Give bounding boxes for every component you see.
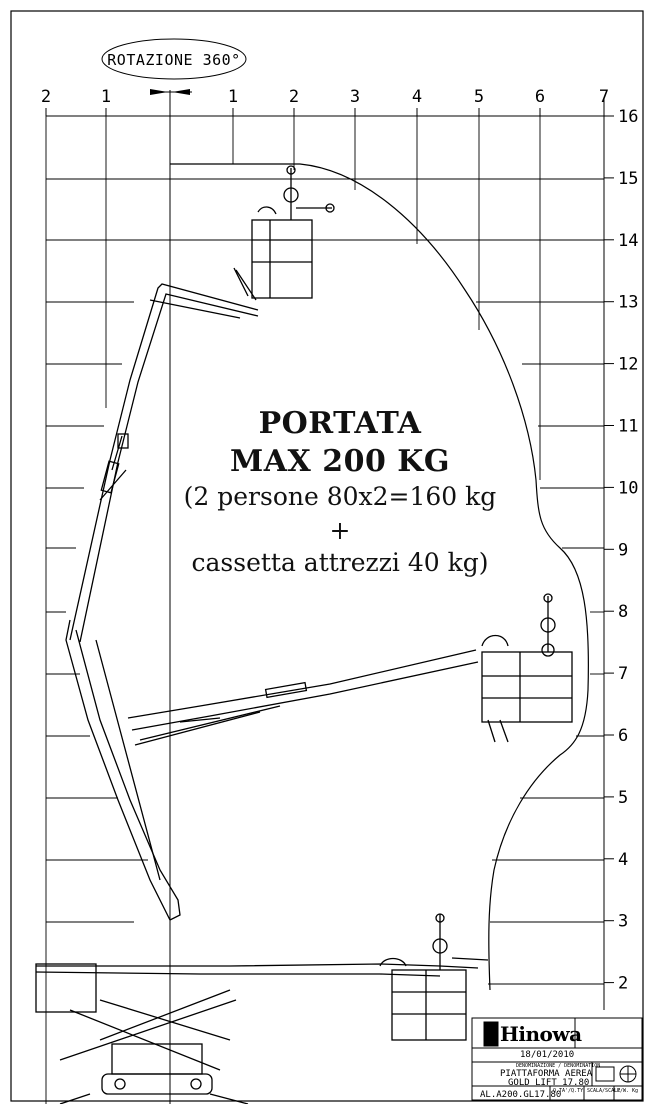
description-header: DENOMINAZIONE / DENOMINATION [516, 1063, 601, 1069]
drawing-border [10, 10, 644, 1102]
x-tick-label: 5 [474, 87, 484, 107]
y-tick-label: 15 [618, 169, 638, 189]
x-tick-label: 7 [599, 87, 609, 107]
y-tick-label: 16 [618, 107, 638, 127]
y-tick-label: 7 [618, 664, 628, 684]
basket-low [391, 969, 467, 1041]
boom-stowed [35, 913, 489, 1104]
x-tick-label: 6 [535, 87, 545, 107]
weight-header: P/W. Kg [617, 1088, 639, 1094]
basket-top [251, 219, 313, 299]
x-tick-label: 4 [412, 87, 422, 107]
x-tick-label: 1 [228, 87, 238, 107]
y-tick-label: 11 [618, 417, 638, 437]
capacity-tools: cassetta attrezzi 40 kg) [191, 548, 489, 577]
x-tick-label: 3 [350, 87, 360, 107]
capacity-persons: (2 persone 80x2=160 kg [183, 482, 497, 511]
capacity-plus: + [329, 516, 351, 545]
x-tick-label: 2 [289, 87, 299, 107]
y-tick-label: 5 [618, 788, 628, 808]
capacity-max-load: MAX 200 KG [230, 444, 450, 479]
qty-header: Q.TA'/Q.TY [553, 1088, 584, 1094]
x-axis-ticks: 2 1 1 2 3 4 5 6 7 [41, 87, 609, 116]
chassis [111, 1043, 203, 1075]
y-tick-label: 3 [618, 912, 628, 932]
scale-header: SCALA/SCALE [587, 1088, 621, 1094]
rotation-badge-outline [101, 38, 247, 80]
working-envelope [170, 163, 589, 991]
company-logo: Hinowa [500, 1022, 582, 1046]
title-block [471, 1017, 643, 1101]
y-tick-label: 12 [618, 355, 638, 375]
x-tick-label: 2 [41, 87, 51, 107]
drawing-date: 18/01/2010 [520, 1050, 575, 1060]
reach-grid [45, 116, 604, 1104]
basket-mid [481, 651, 573, 723]
y-tick-label: 14 [618, 231, 638, 251]
rotation-label: ROTAZIONE 360° [107, 51, 241, 69]
y-tick-label: 2 [618, 974, 628, 994]
x-tick-label: 1 [101, 87, 111, 107]
drawing-model: GOLD LIFT 17.80 [508, 1078, 590, 1088]
y-tick-label: 9 [618, 540, 628, 560]
capacity-title: PORTATA [258, 406, 422, 441]
boom-max-height [69, 165, 335, 643]
drawing-code: AL.A200.GL17.80 [480, 1090, 562, 1100]
y-tick-label: 13 [618, 293, 638, 313]
boom-max-reach [65, 593, 573, 921]
y-tick-label: 10 [618, 478, 638, 498]
y-tick-label: 4 [618, 850, 628, 870]
rotation-axis [101, 38, 247, 1104]
drawing-title: PIATTAFORMA AEREA [500, 1069, 593, 1079]
y-tick-label: 8 [618, 602, 628, 622]
y-axis-ticks: 16 15 14 13 12 11 10 9 8 7 6 5 4 3 2 [604, 107, 638, 994]
y-tick-label: 6 [618, 726, 628, 746]
